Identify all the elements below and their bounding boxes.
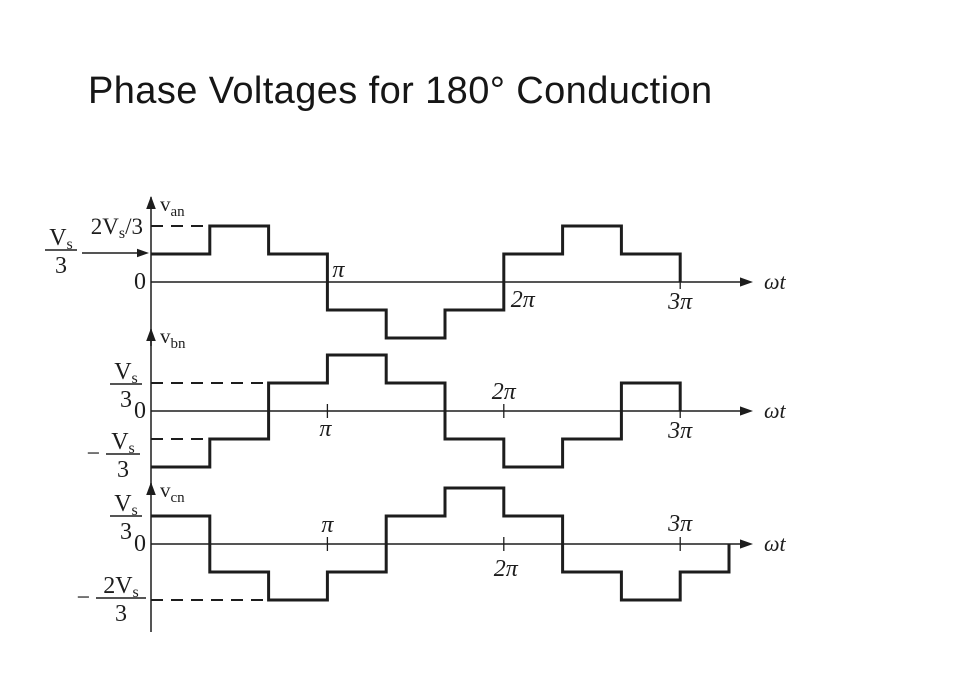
minus-sign: − (86, 441, 100, 467)
level-pointer-arrow-icon (137, 248, 149, 258)
plot-van: ωt van π 2π 3π 2Vs/3 Vs3 0 (45, 192, 787, 346)
y-axis-arrow-icon (146, 196, 156, 209)
waveform-van (151, 224, 682, 340)
tick-label: 2π (492, 379, 517, 405)
y-axis-label: vcn (160, 478, 185, 506)
page-title: Phase Voltages for 180° Conduction (88, 70, 713, 112)
tick-label: π (321, 512, 334, 538)
x-axis-arrow-icon (740, 406, 753, 416)
waveform-vcn (151, 486, 731, 602)
tick-label: 3π (667, 511, 693, 537)
y-axis-label: van (160, 192, 185, 220)
fraction-denominator: 3 (117, 457, 129, 483)
tick-label: 2π (494, 556, 519, 582)
fraction-numerator: Vs (114, 491, 138, 519)
tick-label: 3π (667, 289, 693, 315)
y-axis-label: vbn (160, 324, 186, 352)
x-axis-arrow-icon (740, 539, 753, 549)
fraction-numerator: Vs (49, 225, 73, 253)
minus-sign: − (76, 585, 90, 611)
fraction-denominator: 3 (120, 387, 132, 413)
origin-label: 0 (134, 269, 146, 295)
x-axis-label: ωt (764, 398, 787, 423)
x-axis-label: ωt (764, 531, 787, 556)
origin-label: 0 (134, 398, 146, 424)
tick-label: π (319, 416, 332, 442)
level-label: 2Vs/3 (91, 214, 143, 242)
fraction-numerator: Vs (111, 429, 135, 457)
fraction-numerator: Vs (114, 359, 138, 387)
tick-label: π (332, 257, 345, 283)
fraction-numerator: 2Vs (103, 573, 139, 601)
y-axis-arrow-icon (146, 482, 156, 495)
x-axis-label: ωt (764, 269, 787, 294)
waveform-vbn (151, 353, 682, 469)
y-axis-arrow-icon (146, 328, 156, 341)
fraction-denominator: 3 (120, 519, 132, 545)
fraction-denominator: 3 (115, 601, 127, 627)
fraction-denominator: 3 (55, 253, 67, 279)
origin-label: 0 (134, 531, 146, 557)
tick-label: 2π (511, 287, 536, 313)
x-axis-arrow-icon (740, 277, 753, 287)
tick-label: 3π (667, 418, 693, 444)
